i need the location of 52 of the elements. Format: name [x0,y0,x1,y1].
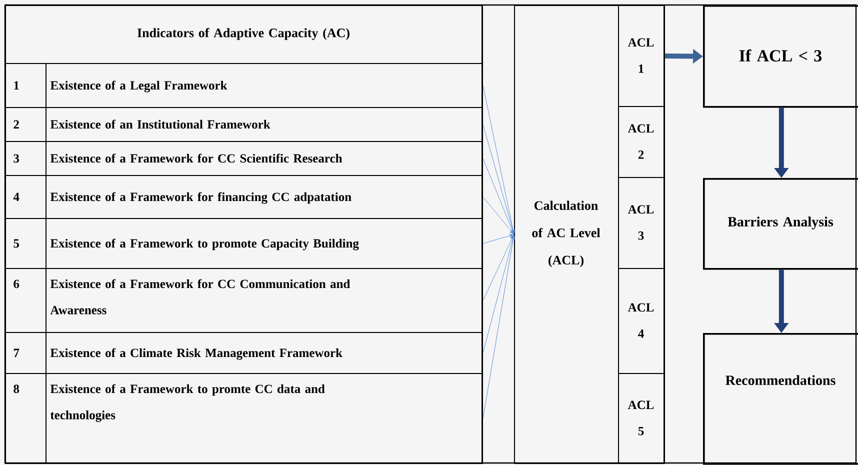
indicator-row [5,268,483,333]
arrow [482,234,515,354]
row-number: 6 [14,280,20,288]
level-cell [618,5,665,107]
indicator-text: Existence of a Framework for CC Scientific Research [50,154,342,163]
process-box [703,5,858,108]
level-cell [618,177,665,269]
indicator-text: Existence of a Framework to promte CC data and technologies [50,384,325,422]
arrow [482,158,514,234]
table-header: Indicators of Adaptive Capacity (AC) [137,28,350,40]
box-text: Recommendations [726,375,836,386]
indicator-text: Existence of a Legal Framework [50,80,228,92]
level-label: ACL 2 [628,124,654,159]
indicator-row [5,372,483,464]
indicator-row [5,62,483,108]
arrow [482,234,514,244]
indicator-text: Existence of a Framework to promote Capacity Building [50,238,359,250]
row-number: 1 [14,81,19,90]
calculation-cell [514,5,619,464]
level-cell [618,268,665,374]
row-number: 5 [14,239,19,248]
arrow [482,234,514,301]
level-label: ACL 5 [628,400,654,436]
row-number: 2 [14,120,19,128]
level-cell [618,373,665,464]
indicator-text: Existence of a Climate Risk Management Framework [50,348,342,360]
indicator-row [5,106,483,142]
indicator-row [5,218,483,269]
arrow [482,196,514,234]
level-label: ACL 4 [628,303,654,338]
indicator-row [5,140,483,176]
indicator-text: Existence of a Framework for financing CC adpatation [50,192,352,204]
indicator-text: Existence of an Institutional Framework [50,120,270,129]
level-cell [618,106,665,178]
box-text: Barriers Analysis [728,216,834,230]
process-box [703,333,858,465]
arrow [482,85,515,234]
row-number: 7 [14,348,20,357]
row-number: 3 [14,154,20,163]
row-number: 4 [13,192,20,201]
level-label: ACL 3 [628,205,654,240]
indicator-text: Existence of a Framework for CC Communication and Awareness [50,279,350,314]
indicator-row [5,174,483,219]
header-cell [5,5,483,64]
calculation-text: Calculation of AC Level (ACL) [532,200,600,268]
arrow [482,234,515,419]
process-box [703,178,858,270]
arrow [482,124,514,234]
box-text: If ACL < 3 [739,49,822,62]
indicator-row [5,332,483,374]
level-label: ACL 1 [628,38,654,73]
row-number: 8 [14,384,20,394]
